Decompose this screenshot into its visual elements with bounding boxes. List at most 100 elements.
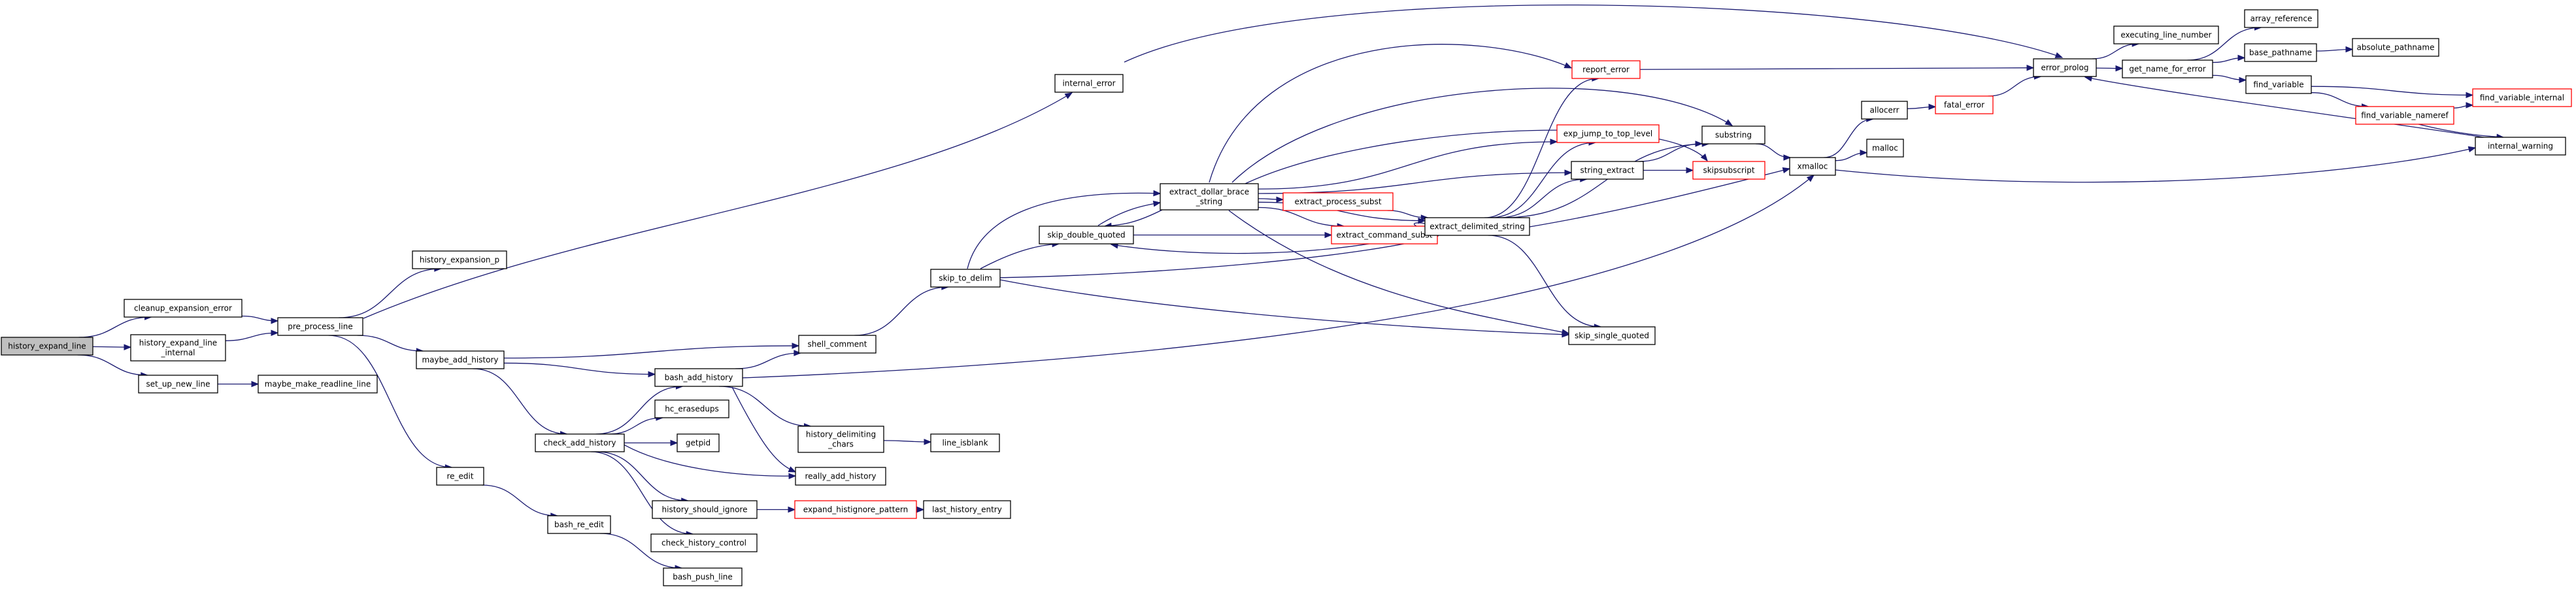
edge-fatal_error-to-error_prolog — [1988, 73, 2042, 97]
node-error-prolog[interactable]: error_prolog — [2033, 58, 2097, 77]
node-bash-re-edit[interactable]: bash_re_edit — [547, 515, 611, 534]
node-check-history-control[interactable]: check_history_control — [650, 533, 758, 552]
node-absolute-pathname[interactable]: absolute_pathname — [2352, 38, 2439, 57]
node-extract-delimited-string[interactable]: extract_delimited_string — [1424, 217, 1530, 236]
node-skip-single-quoted[interactable]: skip_single_quoted — [1568, 326, 1656, 345]
node-set-up-new-line[interactable]: set_up_new_line — [138, 375, 218, 394]
edge-line — [2084, 76, 2484, 138]
edge-line — [503, 362, 656, 375]
node-bash-push-line[interactable]: bash_push_line — [663, 567, 743, 586]
node-executing-line-number[interactable]: executing_line_number — [2113, 25, 2219, 44]
arrowhead-icon — [2115, 65, 2124, 72]
edge-extract_dollar_brace_string-to-skip_double_quoted — [1103, 209, 1163, 229]
node-string-extract[interactable]: string_extract — [1571, 161, 1644, 180]
edge-line — [1639, 143, 1703, 162]
node-extract-command-subst[interactable]: extract_command_subst — [1331, 226, 1438, 244]
node-skip-to-delim[interactable]: skip_to_delim — [930, 269, 1001, 288]
node-label: skipsubscript — [1703, 166, 1754, 175]
arrowhead-icon — [1700, 153, 1708, 162]
edge-get_name_for_error-to-find_variable — [2212, 75, 2247, 84]
node-find-variable-internal[interactable]: find_variable_internal — [2472, 88, 2572, 107]
node-bash-add-history[interactable]: bash_add_history — [654, 368, 743, 387]
node-line-isblank[interactable]: line_isblank — [930, 433, 1000, 452]
edge-get_name_for_error-to-base_pathname — [2212, 54, 2246, 63]
node-getpid[interactable]: getpid — [677, 433, 720, 452]
node-xmalloc[interactable]: xmalloc — [1789, 157, 1836, 176]
edge-pre_process_line-to-history_expansion_p — [339, 265, 443, 318]
node-skipsubscript[interactable]: skipsubscript — [1692, 161, 1765, 180]
node-pre-process-line[interactable]: pre_process_line — [277, 317, 363, 336]
node-box — [1789, 157, 1836, 176]
node-history-expand-line-internal[interactable]: history_expand_line_internal — [130, 334, 226, 362]
node-extract-process-subst[interactable]: extract_process_subst — [1282, 192, 1394, 211]
edge-check_add_history-to-really_add_history — [607, 433, 797, 480]
edge-line — [1097, 202, 1161, 226]
node-box — [1866, 139, 1904, 158]
node-box — [2113, 25, 2219, 44]
node-expand-histignore-pattern[interactable]: expand_histignore_pattern — [794, 500, 917, 519]
node-history-should-ignore[interactable]: history_should_ignore — [652, 500, 758, 519]
node-last-history-entry[interactable]: last_history_entry — [923, 500, 1011, 519]
node-box — [923, 500, 1011, 519]
edge-skip_to_delim-to-skip_double_quoted — [980, 241, 1060, 269]
node-substring[interactable]: substring — [1701, 126, 1765, 144]
node-history-delimiting-chars[interactable]: history_delimiting_chars — [797, 426, 884, 453]
edge-line — [595, 386, 683, 435]
node-label: history_expand_line — [139, 339, 217, 348]
node-box — [130, 334, 226, 362]
node-really-add-history[interactable]: really_add_history — [795, 467, 886, 486]
node-box — [1556, 124, 1660, 143]
edge-line — [1488, 235, 1601, 328]
node-exp-jump-to-top-level[interactable]: exp_jump_to_top_level — [1556, 124, 1660, 143]
edge-extract_dollar_brace_string-to-skipsubscript — [1245, 129, 1708, 184]
node-find-variable[interactable]: find_variable — [2245, 75, 2312, 94]
node-cleanup-expansion-error[interactable]: cleanup_expansion_error — [124, 299, 243, 318]
node-extract-dollar-brace-string[interactable]: extract_dollar_brace_string — [1160, 183, 1259, 210]
node-box — [436, 467, 484, 486]
node-label: get_name_for_error — [2129, 65, 2205, 74]
node-label: getpid — [686, 439, 711, 448]
node-shell-comment[interactable]: shell_comment — [798, 335, 877, 354]
arrowhead-icon — [1420, 214, 1429, 221]
node-allocerr[interactable]: allocerr — [1861, 101, 1908, 120]
node-internal-error[interactable]: internal_error — [1054, 74, 1124, 93]
arrowhead-icon — [2054, 52, 2064, 58]
node-check-add-history[interactable]: check_add_history — [535, 433, 625, 452]
edge-line — [503, 345, 799, 359]
edge-line — [883, 440, 931, 443]
node-malloc[interactable]: malloc — [1866, 139, 1904, 158]
nodes-layer: history_expand_line cleanup_expansion_err… — [1, 9, 2572, 586]
arrowhead-icon — [1724, 119, 1733, 126]
node-history-expansion-p[interactable]: history_expansion_p — [412, 250, 507, 269]
node-history-expand-line[interactable]: history_expand_line — [1, 337, 93, 356]
edge-set_up_new_line-to-maybe_make_readline_line — [218, 380, 259, 388]
node-re-edit[interactable]: re_edit — [436, 467, 484, 486]
edge-line — [2311, 92, 2369, 107]
edge-skip_to_delim-to-skip_single_quoted — [999, 279, 1570, 338]
node-maybe-make-readline-line[interactable]: maybe_make_readline_line — [258, 375, 378, 394]
node-box — [1282, 192, 1394, 211]
edge-line — [1824, 118, 1873, 158]
node-array-reference[interactable]: array_reference — [2244, 9, 2318, 28]
node-find-variable-nameref[interactable]: find_variable_nameref — [2355, 106, 2454, 125]
node-maybe-add-history[interactable]: maybe_add_history — [416, 350, 505, 369]
node-get-name-for-error[interactable]: get_name_for_error — [2122, 59, 2213, 78]
node-box — [1571, 60, 1641, 79]
edge-extract_dollar_brace_string-to-exp_jump_to_top_level — [1258, 139, 1558, 190]
node-label: set_up_new_line — [146, 380, 210, 389]
node-base-pathname[interactable]: base_pathname — [2244, 43, 2317, 62]
edge-line — [1209, 44, 1572, 183]
edge-line — [1231, 88, 1733, 183]
node-internal-warning[interactable]: internal_warning — [2475, 137, 2566, 156]
edge-line — [735, 352, 801, 369]
node-hc-erasedups[interactable]: hc_erasedups — [654, 399, 729, 418]
node-fatal-error[interactable]: fatal_error — [1935, 95, 1994, 114]
node-skip-double-quoted[interactable]: skip_double_quoted — [1039, 226, 1134, 244]
node-report-error[interactable]: report_error — [1571, 60, 1641, 79]
node-label: find_variable — [2253, 80, 2303, 90]
node-label: check_history_control — [661, 539, 746, 548]
node-box — [2472, 88, 2572, 107]
edge-skip_double_quoted-to-extract_dollar_brace_string — [1097, 200, 1162, 226]
edge-line — [2311, 86, 2473, 96]
